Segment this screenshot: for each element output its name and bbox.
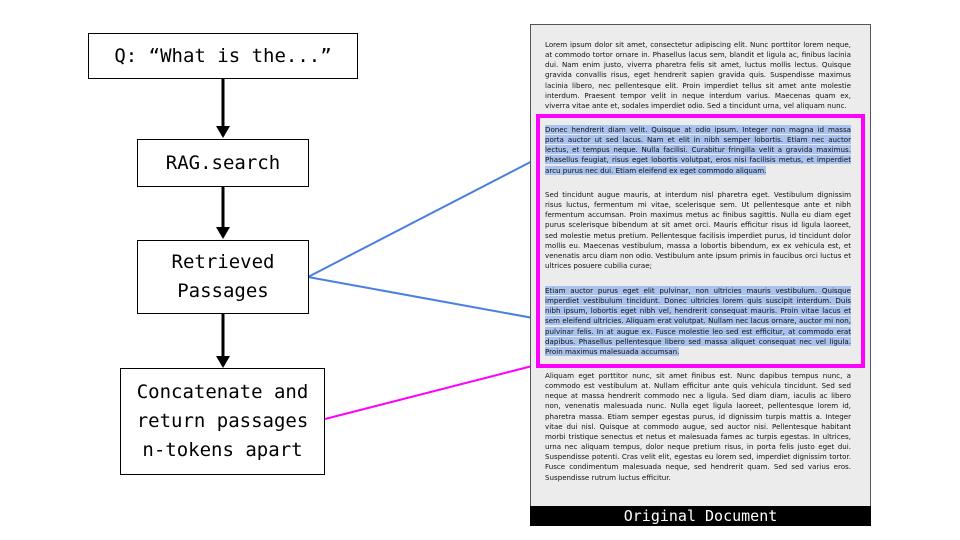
box-text-line: n-tokens apart bbox=[142, 439, 303, 461]
rag-search-text: RAG.search bbox=[166, 149, 280, 178]
box-text-line: Passages bbox=[177, 280, 269, 302]
box-text-line: Retrieved bbox=[171, 251, 275, 273]
box-text-line: RAG.search bbox=[165, 151, 281, 174]
box-text-line: Concatenate and bbox=[136, 381, 309, 403]
document-caption: Original Document bbox=[530, 506, 871, 526]
doc-paragraph: Lorem ipsum dolor sit amet, consectetur … bbox=[545, 40, 851, 110]
doc-paragraph: Sed tincidunt augue mauris, at interdum … bbox=[545, 190, 851, 271]
doc-paragraph: Aliquam eget porttitor nunc, sit amet fi… bbox=[545, 371, 851, 482]
original-document: Lorem ipsum dolor sit amet, consectetur … bbox=[530, 24, 871, 526]
connector-concat-to-frame bbox=[324, 363, 541, 420]
connector-retrieved-to-passage-2 bbox=[307, 276, 545, 321]
highlighted-passage: Etiam auctor purus eget elit pulvinar, n… bbox=[545, 286, 851, 356]
highlight-frame bbox=[536, 114, 865, 368]
doc-paragraph-highlighted: Donec hendrerit diam velit. Quisque at o… bbox=[545, 125, 851, 176]
box-text-line: return passages bbox=[136, 410, 309, 432]
rag-search-box: RAG.search bbox=[137, 139, 309, 187]
doc-paragraph-highlighted: Etiam auctor purus eget elit pulvinar, n… bbox=[545, 286, 851, 357]
query-box: Q: “What is the...” bbox=[88, 33, 358, 79]
concatenate-box: Concatenate and return passages n-tokens a… bbox=[120, 368, 325, 475]
query-text: Q: “What is the...” bbox=[114, 42, 331, 71]
connector-retrieved-to-passage-1 bbox=[307, 154, 545, 278]
concatenate-text: Concatenate and return passages n-tokens a… bbox=[137, 378, 309, 465]
box-text-line: Q: “What is the...” bbox=[114, 44, 332, 67]
